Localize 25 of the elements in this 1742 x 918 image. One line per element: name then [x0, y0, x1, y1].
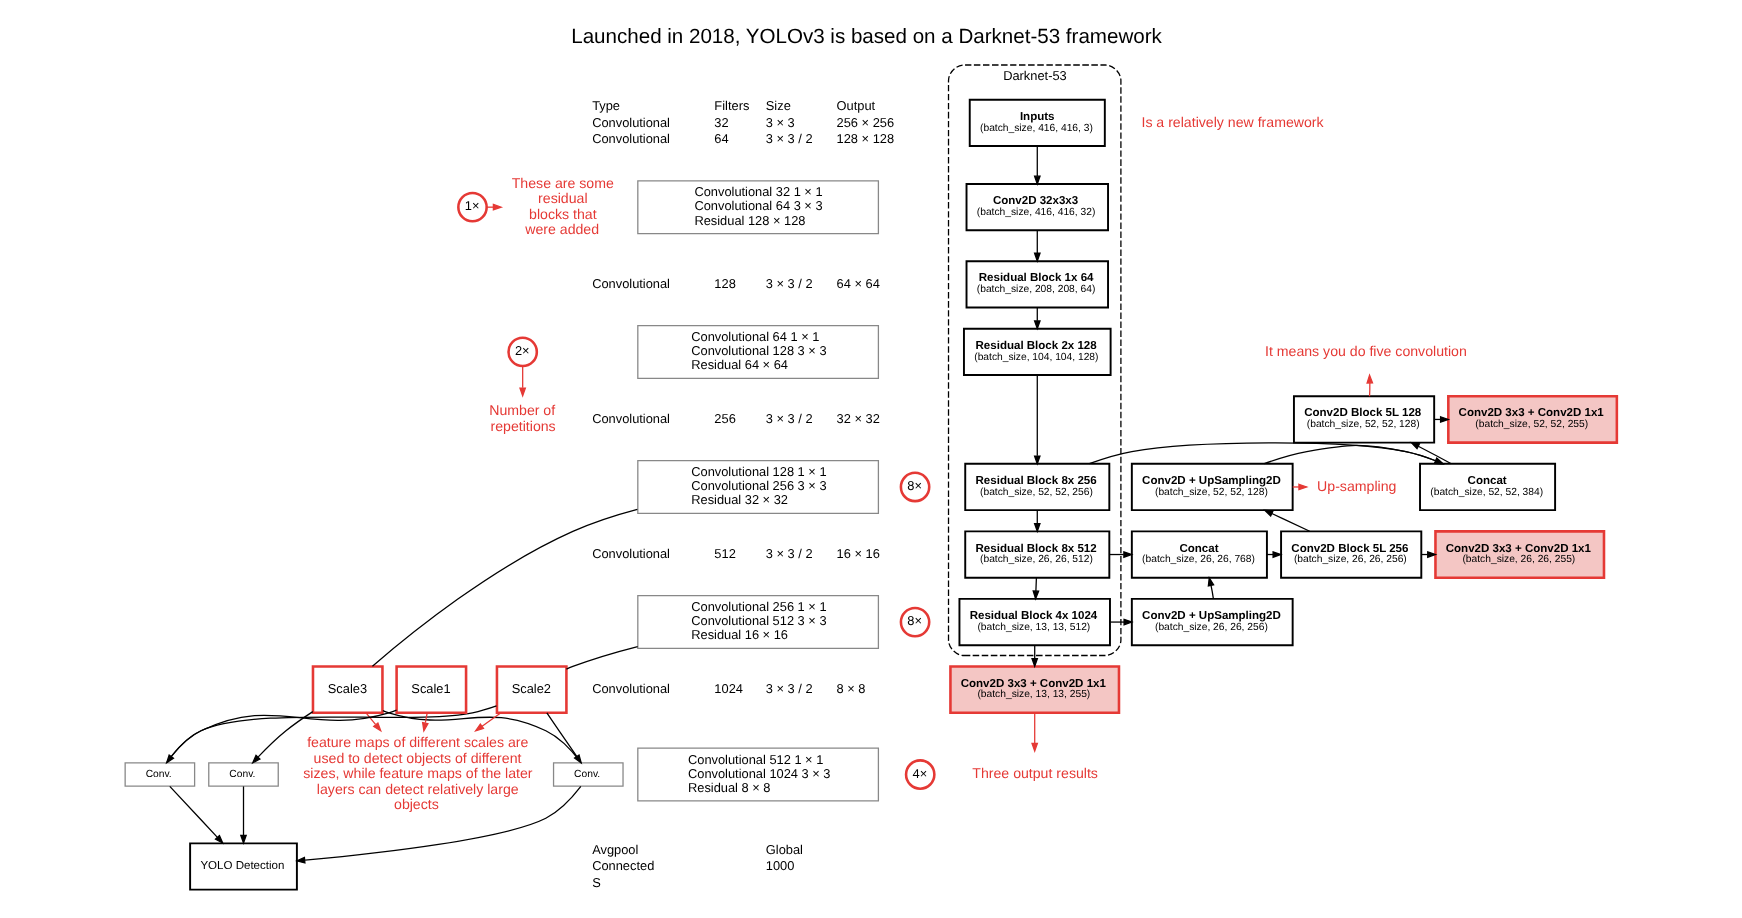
connector	[382, 709, 582, 764]
connector	[371, 508, 638, 667]
arrow	[1031, 712, 1039, 754]
arrow	[251, 710, 314, 765]
arrow	[1409, 441, 1452, 465]
arrow	[1032, 577, 1040, 601]
arrow	[1033, 145, 1041, 186]
arrow	[1263, 444, 1445, 465]
connector	[565, 645, 639, 670]
arrow	[1033, 229, 1041, 263]
connector	[165, 705, 498, 764]
arrow	[169, 785, 225, 845]
arrow	[1263, 509, 1311, 532]
arrow	[295, 785, 582, 864]
diagram-title: Launched in 2018, YOLOv3 is based on a Darknet-53 framework	[571, 26, 1162, 49]
arrow	[1088, 442, 1445, 465]
arrow	[546, 712, 583, 765]
arrow	[519, 365, 527, 398]
arrow	[239, 785, 248, 845]
arrow	[1033, 374, 1041, 466]
arrow	[1292, 483, 1309, 491]
arrow	[421, 712, 429, 733]
arrow	[1207, 575, 1215, 600]
arrow	[474, 712, 502, 732]
arrow	[1109, 618, 1134, 626]
